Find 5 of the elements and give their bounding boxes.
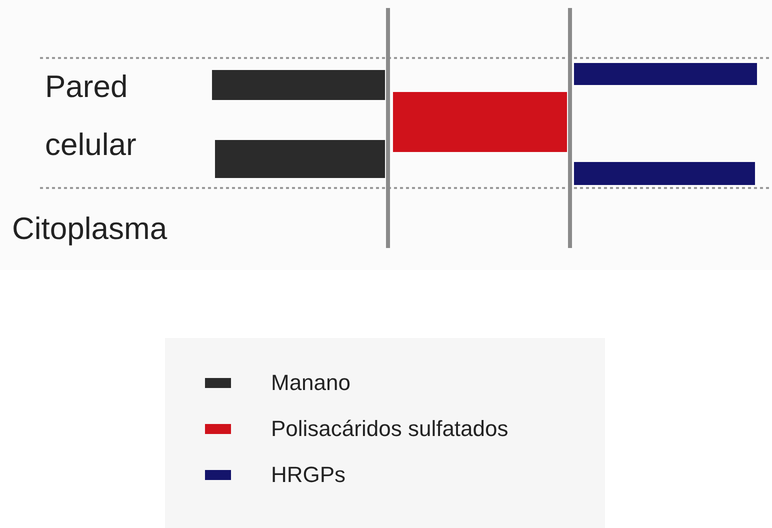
region-label: Pared celular: [45, 68, 138, 164]
region-label: Citoplasma: [12, 210, 168, 248]
legend-label: HRGPs: [271, 461, 346, 489]
legend-label: Polisacáridos sulfatados: [271, 415, 508, 443]
legend-label: Manano: [271, 369, 351, 397]
